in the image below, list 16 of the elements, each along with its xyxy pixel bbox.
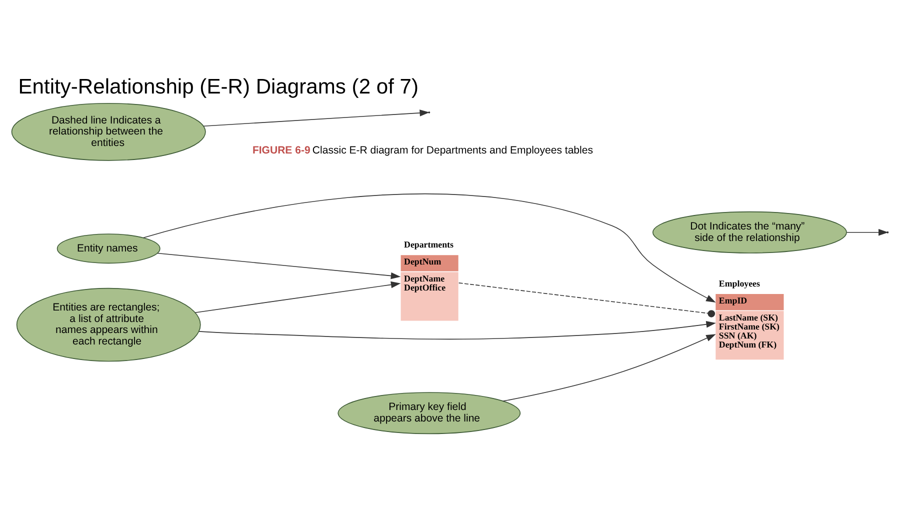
node-ellipse: Primary key field appears above the line — [338, 392, 521, 434]
arrow — [157, 252, 401, 279]
node-ellipse: Dot Indicates the “many” side of the relationship — [652, 210, 847, 253]
diagram-title: Entity-Relationship (E-R) Diagrams (2 of 7) — [18, 74, 419, 98]
node-ellipse: Entity names — [56, 233, 160, 264]
arrow — [194, 280, 401, 312]
connector — [458, 282, 716, 317]
caption: FIGURE 6-9 Classic E-R diagram for Departments and Employees tables — [252, 144, 593, 156]
node-label: Employees — [718, 278, 760, 288]
node-ellipse: Entities are rectangles; a list of attribute names appears within each rectangle — [16, 287, 201, 362]
arrow — [502, 334, 716, 401]
node-ellipse: Dashed line Indicates a relationship between the entities — [11, 102, 206, 160]
arrow — [198, 320, 716, 340]
arrow — [142, 193, 716, 302]
arrow — [203, 109, 430, 126]
node-label: Departments — [404, 239, 454, 250]
